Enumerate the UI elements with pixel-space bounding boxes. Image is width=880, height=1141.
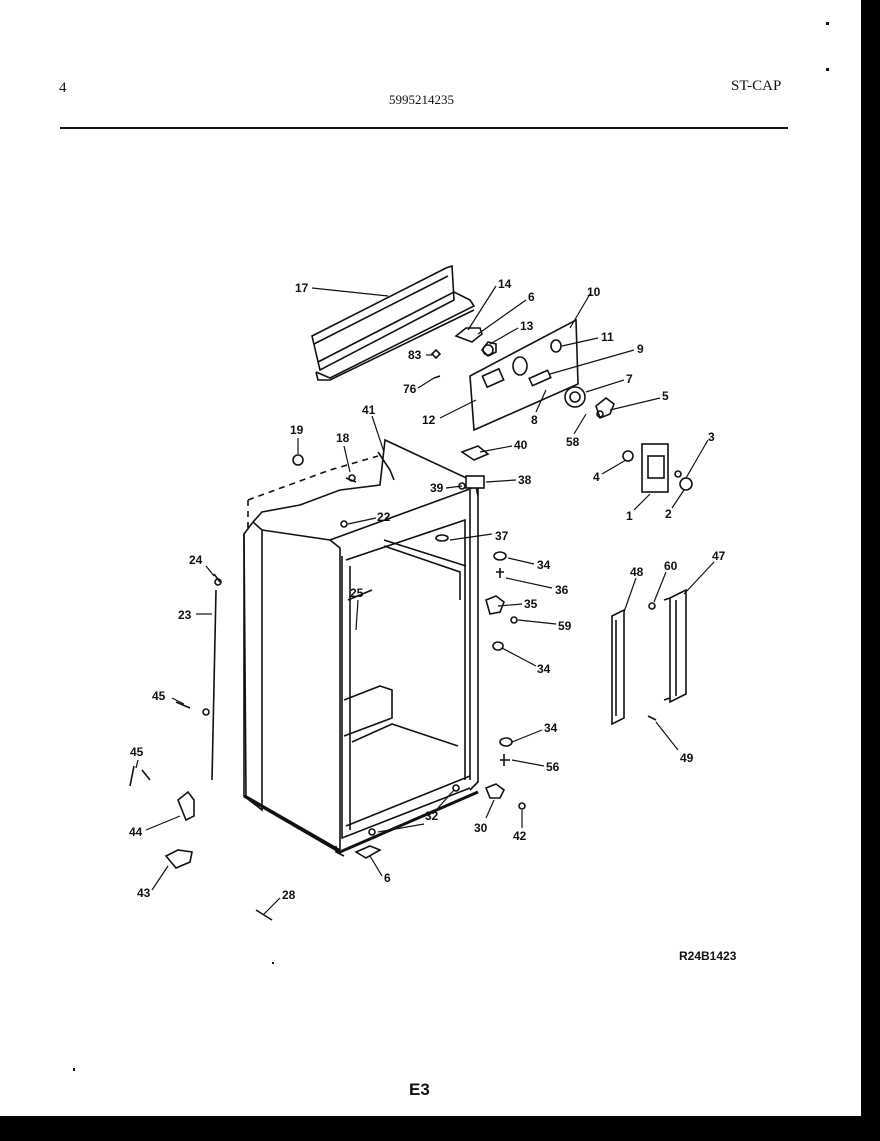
callout-label: 6	[528, 290, 535, 304]
callout-label: 45	[152, 689, 166, 703]
callout-label: 6	[384, 871, 391, 885]
callout-label: 30	[474, 821, 488, 835]
callout-label: 58	[566, 435, 580, 449]
parts-sheet: 4 5995214235 ST-CAP	[0, 0, 861, 1116]
callout-label: 56	[546, 760, 560, 774]
callout-label: 28	[282, 888, 296, 902]
top-trim-panel	[311, 264, 476, 381]
callout-label: 14	[498, 277, 512, 291]
scan-speck	[826, 68, 829, 71]
callout-label: 42	[513, 829, 527, 843]
callout-label: 34	[537, 558, 551, 572]
shelf-channels	[611, 588, 687, 726]
top-hardware	[292, 327, 497, 542]
cabinet-shell	[243, 438, 479, 857]
callout-label: 37	[495, 529, 509, 543]
callout-label: 5	[662, 389, 669, 403]
hinge-hardware	[354, 443, 693, 859]
callout-label: 11	[601, 330, 614, 344]
callout-label: 60	[664, 559, 678, 573]
callout-label: 47	[712, 549, 726, 563]
scan-speck	[272, 962, 274, 964]
part-number: 5995214235	[389, 92, 454, 107]
diagram-code: R24B1423	[679, 949, 737, 963]
callout-label: 2	[665, 507, 672, 521]
callout-label: 48	[630, 565, 644, 579]
callout-label: 34	[537, 662, 551, 676]
callout-label: 83	[408, 348, 422, 362]
control-plate	[469, 318, 615, 432]
callout-label: 4	[593, 470, 600, 484]
callout-label: 43	[137, 886, 151, 900]
callout-label: 9	[637, 342, 644, 356]
callout-label: 23	[178, 608, 192, 622]
callout-label: 49	[680, 751, 694, 765]
callout-label: 22	[377, 510, 391, 524]
callout-label: 1	[626, 509, 633, 523]
callout-label: 7	[626, 372, 633, 386]
callout-label: 44	[129, 825, 143, 839]
exploded-parts-diagram: 17 14 6 13 10 11 83 9 76 7 12 8 5	[129, 264, 726, 921]
callout-label: 36	[555, 583, 569, 597]
callout-label: 10	[587, 285, 601, 299]
callout-label: 76	[403, 382, 417, 396]
callout-label: 17	[295, 281, 309, 295]
callout-label: 39	[430, 481, 444, 495]
callout-label: 25	[350, 586, 364, 600]
callout-label: 40	[514, 438, 528, 452]
callout-label: 34	[544, 721, 558, 735]
callout-label: 35	[524, 597, 538, 611]
callout-label: 12	[422, 413, 436, 427]
page-number: 4	[59, 80, 67, 96]
scan-speck	[826, 22, 829, 25]
callout-label: 13	[520, 319, 534, 333]
callout-label: 3	[708, 430, 715, 444]
door-parts	[129, 573, 273, 921]
callout-label: 38	[518, 473, 532, 487]
callout-label: 24	[189, 553, 203, 567]
callout-label: 32	[425, 809, 439, 823]
scan-speck	[73, 1068, 75, 1071]
callout-label: 41	[362, 403, 376, 417]
model-code: ST-CAP	[731, 78, 782, 94]
callout-label: 45	[130, 745, 144, 759]
callout-label: 59	[558, 619, 572, 633]
header-rule	[60, 127, 788, 129]
callout-labels: 17 14 6 13 10 11 83 9 76 7 12 8 5	[129, 277, 726, 915]
callout-label: 18	[336, 431, 350, 445]
page-footer-label: E3	[409, 1080, 430, 1099]
callout-label: 8	[531, 413, 538, 427]
callout-label: 19	[290, 423, 304, 437]
